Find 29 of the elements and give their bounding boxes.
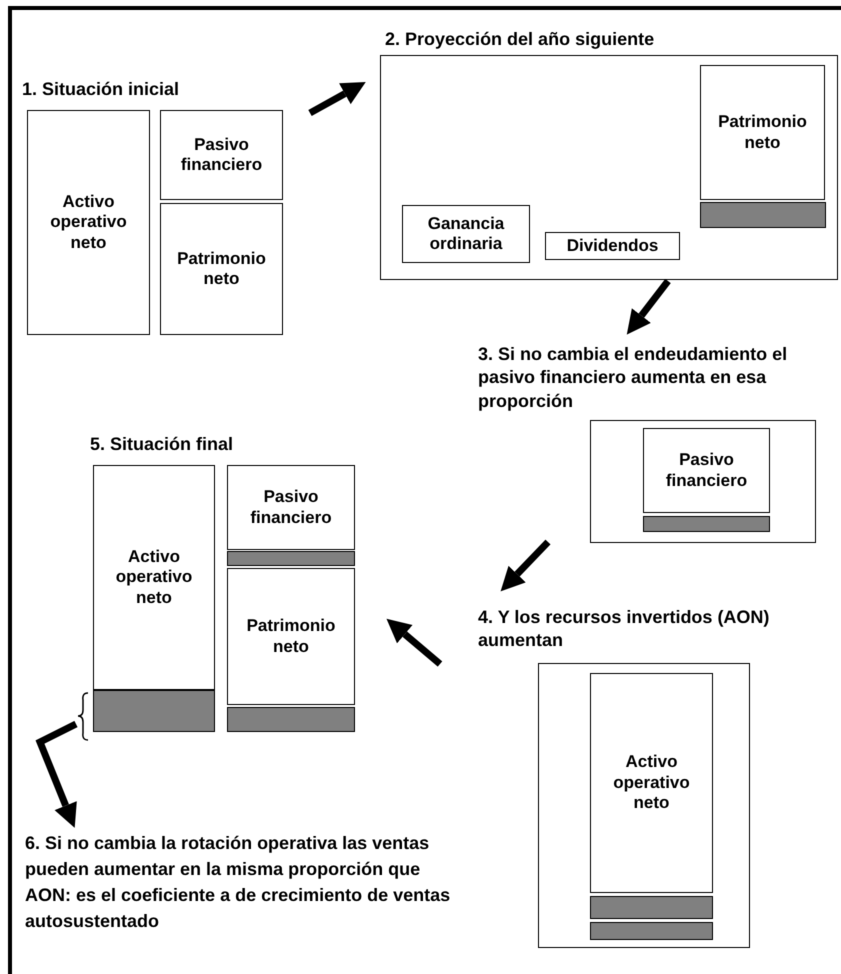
note-text: 6. Si no cambia la rotación operativa las ventas pueden aumentar en la misma proporción que AON: es el coeficiente a de crecimiento de ventas autosustentado xyxy=(25,830,470,955)
arrow xyxy=(500,540,551,592)
balance-block: Activo operativo neto xyxy=(27,110,150,335)
balance-block: Pasivo financiero xyxy=(227,465,355,550)
balance-block: Activo operativo neto xyxy=(93,465,215,690)
arrow xyxy=(386,618,442,667)
increment-bar xyxy=(227,707,355,732)
arrow xyxy=(626,278,671,335)
balance-block: Patrimonio neto xyxy=(227,568,355,705)
increment-bar xyxy=(227,551,355,566)
balance-block: Pasivo financiero xyxy=(160,110,283,200)
increment-bar xyxy=(643,516,770,532)
step-heading: 1. Situación inicial xyxy=(22,78,180,101)
step-heading: 5. Situación final xyxy=(90,433,234,456)
increment-bar xyxy=(700,202,826,228)
step-heading: 3. Si no cambia el endeudamiento el pasivo financiero aumenta en esa proporción xyxy=(478,343,788,413)
arrow xyxy=(36,720,78,828)
balance-block: Activo operativo neto xyxy=(590,673,713,893)
increment-bar xyxy=(93,690,215,732)
step-heading: 4. Y los recursos invertidos (AON) aumentan xyxy=(478,606,770,652)
step-heading: 2. Proyección del año siguiente xyxy=(385,28,656,51)
arrow xyxy=(308,82,366,116)
increment-bar xyxy=(590,922,713,940)
balance-block: Ganancia ordinaria xyxy=(402,205,530,263)
balance-block: Pasivo financiero xyxy=(643,428,770,513)
balance-block: Patrimonio neto xyxy=(700,65,825,200)
balance-block: Patrimonio neto xyxy=(160,203,283,335)
increment-bar xyxy=(590,896,713,919)
balance-block: Dividendos xyxy=(545,232,680,260)
